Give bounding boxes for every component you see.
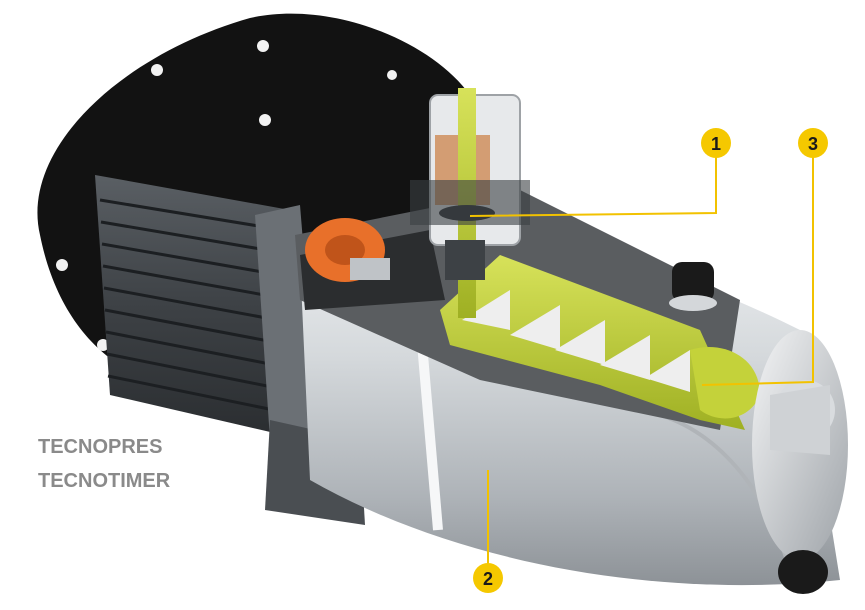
drain-plug (778, 550, 828, 594)
callout-label-3: 3 (808, 134, 818, 154)
callout-badge-2: 2 (473, 563, 503, 593)
priming-plug (669, 262, 717, 311)
callout-badge-1: 1 (701, 128, 731, 158)
brand-name-tecnotimer: TECNOTIMER (38, 470, 171, 492)
motor-rotor (305, 218, 390, 282)
callout-badge-3: 3 (798, 128, 828, 158)
motor-body (95, 175, 320, 450)
impeller-stage (440, 255, 760, 430)
brand-name-tecnopres: TECNOPRES (38, 436, 163, 458)
callout-lines (469, 152, 814, 578)
pump-end-cap (752, 330, 848, 560)
callout-label-2: 2 (483, 569, 493, 589)
callout-label-1: 1 (711, 134, 721, 154)
shaft-seal (410, 88, 530, 318)
